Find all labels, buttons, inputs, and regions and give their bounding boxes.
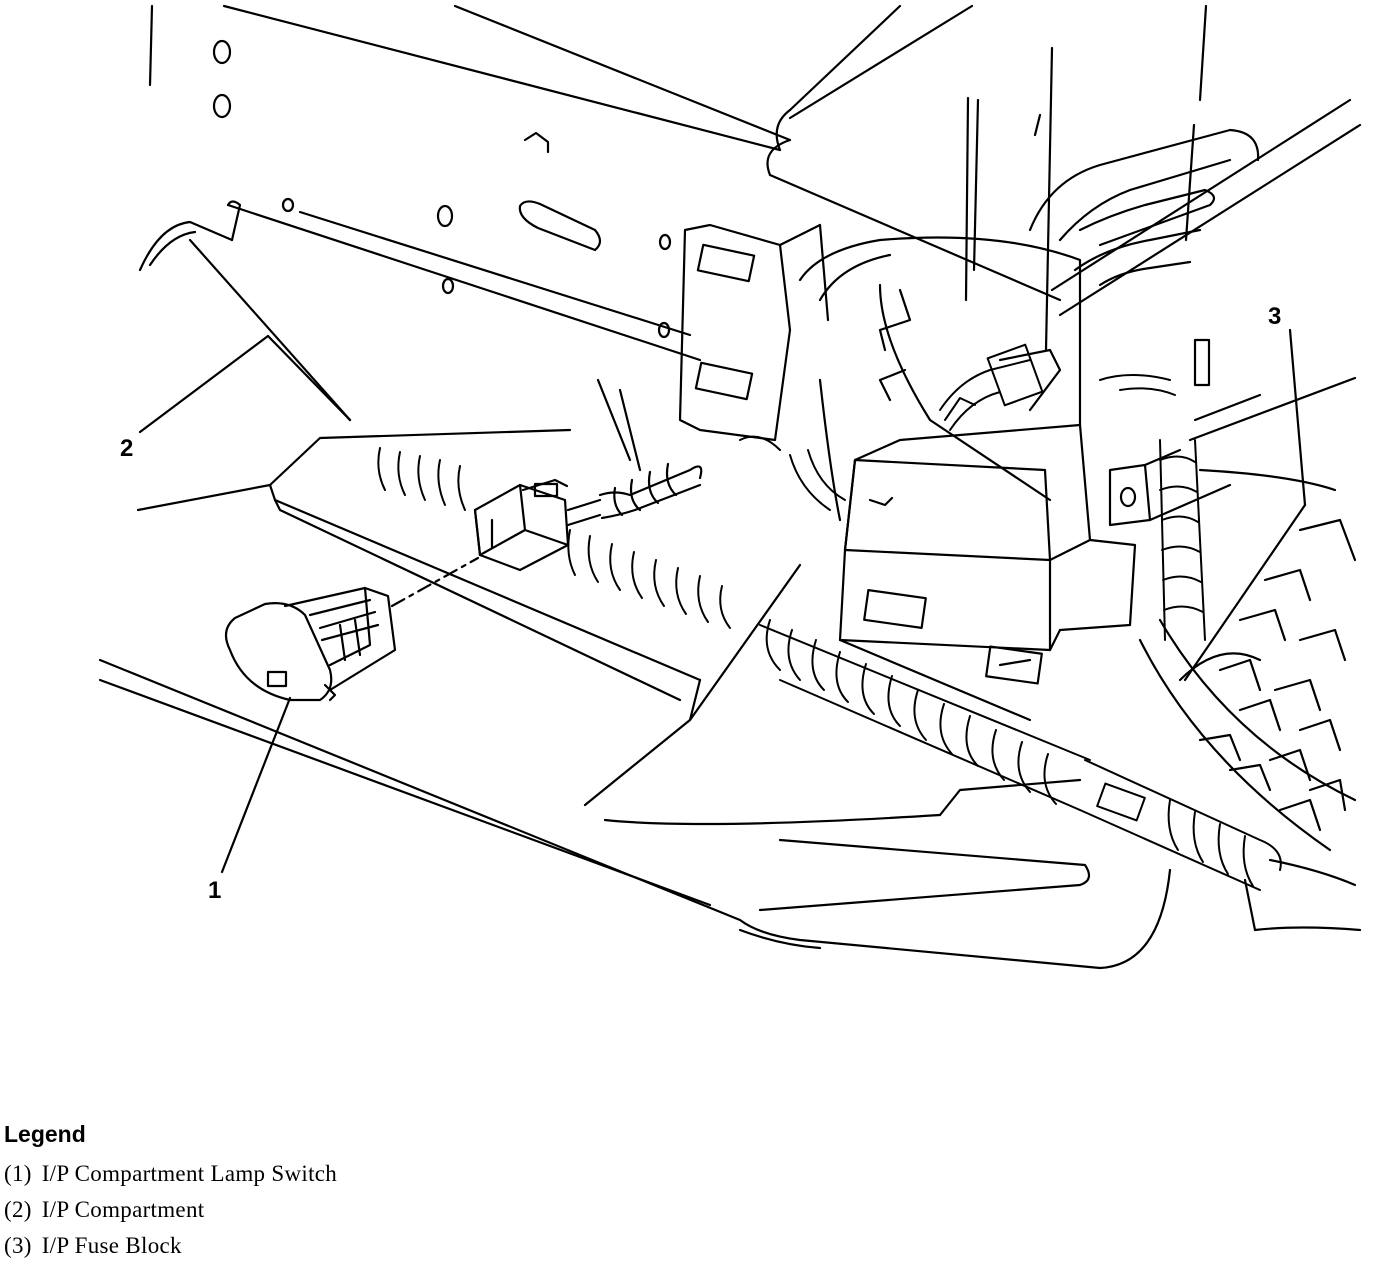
legend-item: (2) I/P Compartment [4,1192,904,1228]
ip-fuse-block [798,236,1357,852]
legend-item: (1) I/P Compartment Lamp Switch [4,1156,904,1192]
legend: Legend (1) I/P Compartment Lamp Switch (2… [4,1120,904,1264]
callout-2: 2 [120,435,133,462]
legend-item-number: (1) [4,1161,32,1186]
legend-item-text: I/P Compartment Lamp Switch [41,1161,338,1186]
wiring-harness [377,343,1282,891]
legend-item-number: (3) [4,1233,32,1258]
mounting-bracket [596,223,830,472]
legend-title: Legend [4,1121,86,1147]
floor-panel [98,378,1362,970]
ip-compartment-housing [138,4,1362,362]
lamp-switch-connector [473,462,703,572]
ip-compartment-lamp-switch [224,586,397,702]
legend-item-text: I/P Fuse Block [41,1233,182,1258]
legend-item-number: (2) [4,1197,32,1222]
alignment-line [390,556,480,608]
legend-item-text: I/P Compartment [41,1197,205,1222]
callout-1: 1 [208,877,221,904]
exploded-view-diagram: 1 2 3 [98,4,1362,970]
callout-3: 3 [1268,303,1281,330]
callout-leaders [138,238,1307,874]
legend-item: (3) I/P Fuse Block [4,1228,904,1264]
